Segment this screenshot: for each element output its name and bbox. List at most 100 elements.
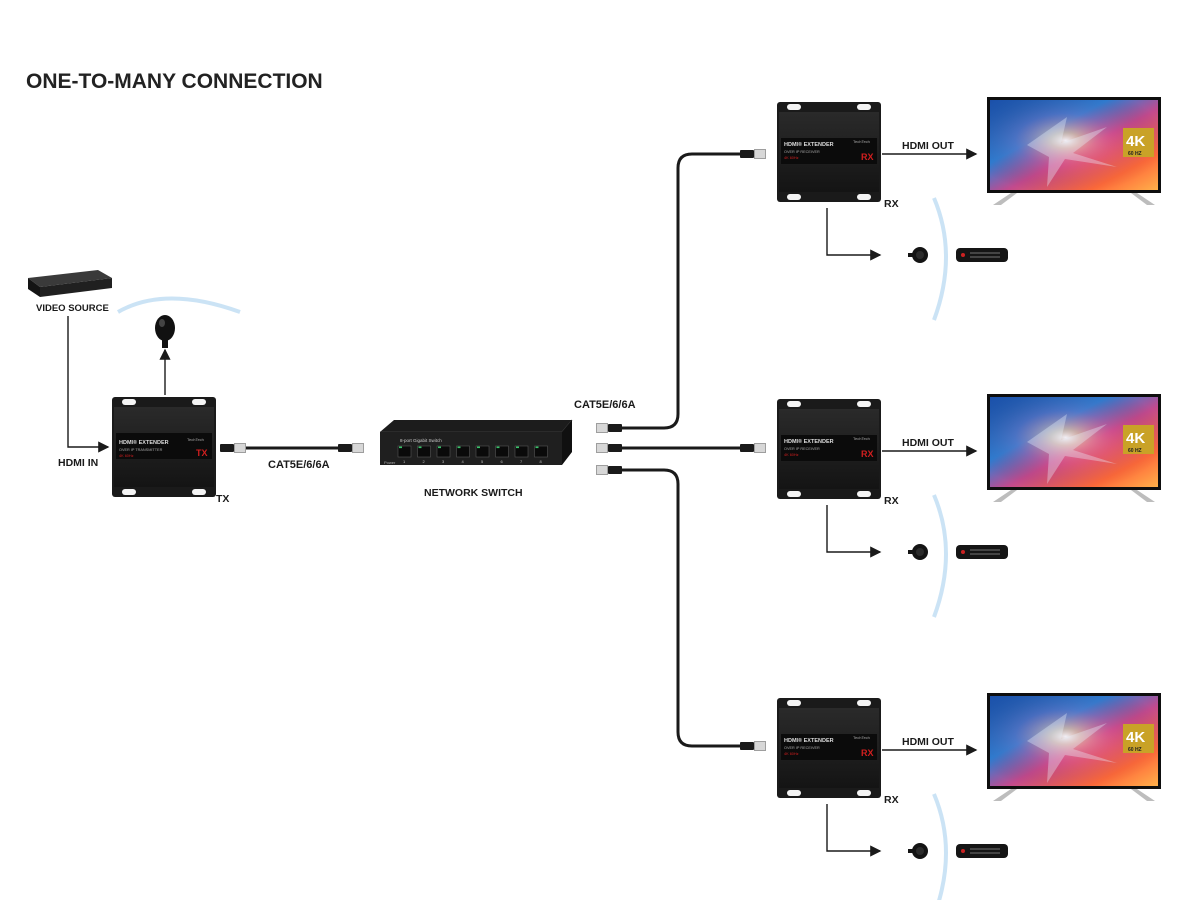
- tx-label: TX: [216, 493, 229, 505]
- ir-receiver-icon: [908, 843, 928, 859]
- tx-cable-label: CAT5E/6/6A: [268, 459, 330, 471]
- hdmi-out-label: HDMI OUT: [902, 736, 954, 748]
- rj45-connector-icon: [740, 149, 766, 159]
- switch-port-number: 1: [403, 459, 406, 464]
- tx-subtitle-text: OVER IP TRANSMITTER: [119, 448, 163, 452]
- switch-port: 2: [417, 445, 431, 464]
- switch-port-socket: [397, 445, 412, 458]
- rj45-connector-icon: [740, 741, 766, 751]
- switch-port: 5: [475, 445, 490, 464]
- rx-resolution-text: 4K 60Hz: [784, 453, 799, 457]
- tv-4k-badge: [1123, 724, 1154, 753]
- ir-wave-rx: [932, 494, 948, 618]
- switch-port: 7: [514, 445, 529, 464]
- rx-resolution-text: 4K 60Hz: [784, 156, 799, 160]
- ir-in-line: [826, 208, 882, 261]
- switch-port-number: 8: [540, 459, 543, 464]
- switch-port-led: [496, 446, 500, 449]
- switch-port-socket: [475, 445, 490, 458]
- hdmi-out-label: HDMI OUT: [902, 140, 954, 152]
- rx-title-text: HDMI® EXTENDER: [784, 141, 834, 148]
- switch-port-led: [535, 446, 539, 449]
- tv-4k-badge: [1123, 425, 1154, 454]
- switch-port-number: 3: [442, 459, 445, 464]
- switch-port-socket: [514, 445, 529, 458]
- switch-port-number: 2: [423, 459, 426, 464]
- network-switch: 8-port Gigabit Switch Power 1 2 3 4 5 6 7 8: [380, 419, 573, 465]
- switch-port: 1: [397, 445, 412, 464]
- tx-brand-text: TechTech: [187, 437, 204, 442]
- rx-subtitle-text: OVER IP RECEIVER: [784, 150, 820, 154]
- rj45-connector-icon: [596, 443, 622, 453]
- switch-port-socket: [436, 445, 451, 458]
- switch-port-led: [477, 446, 480, 449]
- hdmi-in-label: HDMI IN: [58, 457, 98, 469]
- switch-port: 3: [436, 445, 451, 464]
- rx-brand-text: TechTech: [853, 436, 870, 441]
- switch-power-text: Power: [384, 460, 396, 465]
- rx-title-text: HDMI® EXTENDER: [784, 737, 834, 744]
- switch-port-number: 4: [462, 459, 465, 464]
- rx-cables: [596, 149, 766, 751]
- switch-port-number: 6: [501, 459, 504, 464]
- ir-in-line: [826, 804, 882, 857]
- rx-badge: RX: [861, 449, 874, 459]
- switch-port-led: [418, 446, 422, 449]
- switch-port-number: 7: [520, 459, 523, 464]
- rj45-connector-icon: [220, 443, 246, 453]
- switch-port-number: 5: [481, 459, 484, 464]
- rx-badge: RX: [861, 748, 874, 758]
- remote-control-icon: [956, 248, 1008, 262]
- rj45-connector-icon: [596, 423, 622, 433]
- switch-port-led: [438, 446, 441, 449]
- rx-brand-text: TechTech: [853, 735, 870, 740]
- rx-resolution-text: 4K 60Hz: [784, 752, 799, 756]
- rx-cable-label: CAT5E/6/6A: [574, 399, 636, 411]
- switch-port-led: [516, 446, 519, 449]
- ir-wave-tx: [117, 296, 241, 314]
- tv-4k-badge-main: 4K: [1126, 133, 1145, 150]
- hdmi-out-label: HDMI OUT: [902, 437, 954, 449]
- rj45-connector-icon: [596, 465, 622, 475]
- tx-resolution-text: 4K 60Hz: [119, 454, 134, 458]
- tx-cable: [220, 443, 364, 453]
- switch-port-led: [399, 446, 402, 449]
- rx-subtitle-text: OVER IP RECEIVER: [784, 447, 820, 451]
- rx-brand-text: TechTech: [853, 139, 870, 144]
- switch-port-socket: [495, 445, 509, 458]
- tv-4k-badge-sub: 60 HZ: [1128, 747, 1142, 753]
- switch-port-socket: [417, 445, 431, 458]
- tv-4k-badge: [1123, 128, 1154, 157]
- switch-port: 6: [495, 445, 509, 464]
- rj45-connector-icon: [740, 443, 766, 453]
- tx-extender: HDMI® EXTENDER OVER IP TRANSMITTER 4K 60…: [112, 397, 216, 497]
- rx-row: HDMI® EXTENDER OVER IP RECEIVER 4K 60Hz Tec…: [777, 97, 1161, 321]
- ir-in-line: [826, 505, 882, 558]
- switch-port: 8: [534, 445, 548, 464]
- rx-label: RX: [884, 794, 899, 806]
- diagram-title: ONE-TO-MANY CONNECTION: [26, 70, 323, 93]
- switch-port: 4: [456, 445, 470, 464]
- video-source-device: [28, 270, 112, 297]
- rx-label: RX: [884, 495, 899, 507]
- tv-4k-badge-main: 4K: [1126, 729, 1145, 746]
- rx-row: HDMI® EXTENDER OVER IP RECEIVER 4K 60Hz Tec…: [777, 693, 1161, 900]
- switch-port-led: [457, 446, 461, 449]
- switch-port-socket: [456, 445, 470, 458]
- tv-4k-badge-main: 4K: [1126, 430, 1145, 447]
- ir-wave-rx: [932, 197, 948, 321]
- rx-label: RX: [884, 198, 899, 210]
- tv-4k-badge-sub: 60 HZ: [1128, 151, 1142, 157]
- ir-receiver-icon: [908, 544, 928, 560]
- tx-title-text: HDMI® EXTENDER: [119, 439, 169, 446]
- video-source-label: VIDEO SOURCE: [36, 303, 109, 314]
- tx-badge: TX: [196, 448, 208, 458]
- hdmi-in-line: [67, 316, 110, 453]
- rx-subtitle-text: OVER IP RECEIVER: [784, 746, 820, 750]
- ir-emitter-icon: [155, 315, 175, 348]
- network-switch-label: NETWORK SWITCH: [424, 487, 523, 499]
- remote-control-icon: [956, 844, 1008, 858]
- switch-name-text: 8-port Gigabit Switch: [400, 438, 442, 443]
